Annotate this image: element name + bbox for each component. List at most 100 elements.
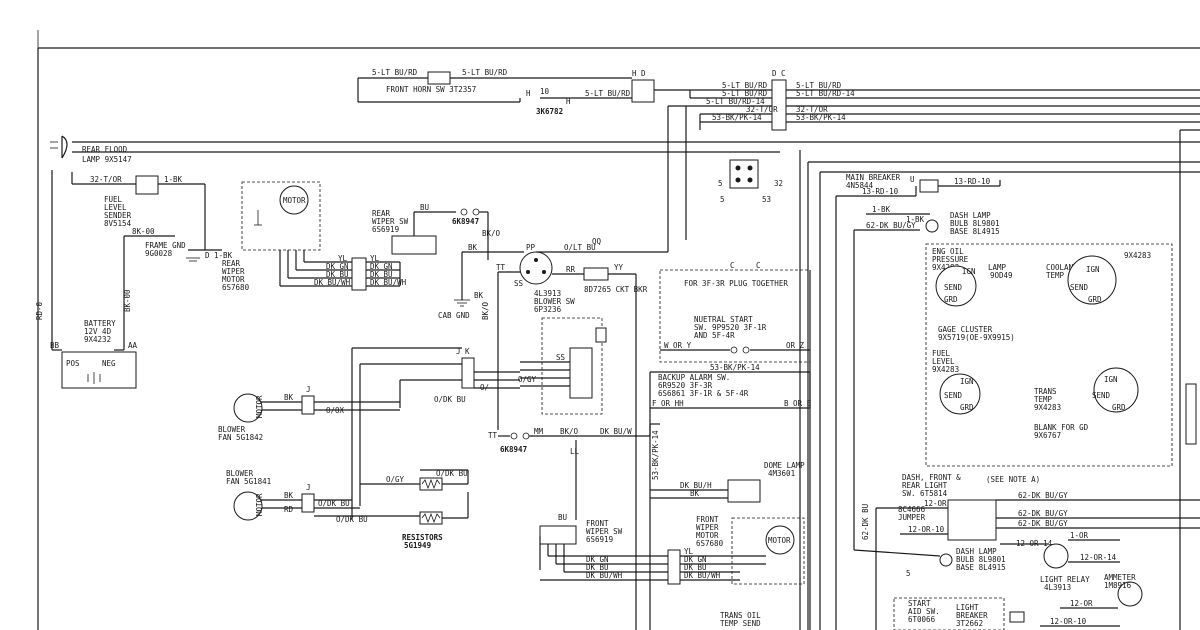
light-brk-3: 3T2662 bbox=[956, 619, 983, 628]
neutral-3: AND 5F-4R bbox=[694, 331, 735, 340]
ckt-bkr-label: 8D7265 CKT BKR bbox=[584, 285, 648, 294]
bk-b: BK bbox=[284, 491, 294, 500]
fw-dkbuwh: DK BU/WH bbox=[586, 571, 623, 580]
ammeter: AMMETER 1M8916 12-OR 12-OR-10 bbox=[1040, 573, 1143, 627]
w-12or2: 12-OR-10 bbox=[908, 525, 945, 534]
rear-wiper-2: WIPER bbox=[222, 267, 245, 276]
o-lt-bu: O/LT BU bbox=[564, 243, 596, 252]
trans-t-3: 9X4283 bbox=[1034, 403, 1061, 412]
eng-oil-2: PRESSURE bbox=[932, 255, 969, 264]
rw-dkgn-2: DK GN bbox=[370, 262, 393, 271]
resistors: O/GY O/DK BU RESISTORS 5G1949 bbox=[360, 469, 469, 550]
connector-dc: D C 5-LT BU/RD 5-LT BU/RD 5-LT BU/RD-14 … bbox=[685, 69, 1200, 240]
grd-4: GRD bbox=[1112, 403, 1126, 412]
fuel-sender-4: 8V5154 bbox=[104, 219, 132, 228]
rear-wiper-1: REAR bbox=[222, 259, 241, 268]
dc-wire-1: 5-LT BU/RD bbox=[722, 81, 768, 90]
battery-label-3: 9X4232 bbox=[84, 335, 111, 344]
horn-switch-body bbox=[427, 71, 451, 85]
bk-dome: BK bbox=[690, 489, 700, 498]
w-12or3: 12-OR-14 bbox=[1016, 539, 1053, 548]
fuel-level-sender: 32-T/OR 1-BK FUEL LEVEL SENDER 8V5154 bbox=[71, 172, 206, 250]
right-bus-lines bbox=[807, 129, 1200, 630]
start-aid-switch: START AID SW. 6T0066 LIGHT BREAKER 3T266… bbox=[893, 597, 1025, 630]
connector-jk-label: J K bbox=[456, 347, 470, 356]
start-2: AID SW. bbox=[908, 607, 940, 616]
dc-wire-5: 53-BK/PK-14 bbox=[712, 113, 762, 122]
gage-1: GAGE CLUSTER bbox=[938, 325, 993, 334]
dk-bu-h: DK BU/H bbox=[680, 481, 712, 490]
ss-label: SS bbox=[514, 279, 524, 288]
blower-sw-2: BLOWER SW bbox=[534, 297, 575, 306]
dash-w2: 62-DK BU/GY bbox=[1018, 509, 1068, 518]
dash-w1: 62-DK BU/GY bbox=[1018, 491, 1068, 500]
o-gy-jk: O/GY bbox=[518, 375, 537, 384]
ammeter-2: 1M8916 bbox=[1104, 581, 1132, 590]
battery-wire-right: BK-00 bbox=[123, 289, 132, 312]
o-dk-bu-jk: O/DK BU bbox=[434, 395, 466, 404]
fuel-lvl-3: 9X4283 bbox=[932, 365, 959, 374]
main-brk-2: 4N5844 bbox=[846, 181, 874, 190]
part-3k6782: 3K6782 bbox=[536, 107, 563, 116]
frame-ground: 8K-00 FRAME GND 9G0028 D 1-BK bbox=[123, 227, 233, 350]
bk-o-2: BK/O bbox=[560, 427, 579, 436]
front-horn-switch: 5-LT BU/RD 5-LT BU/RD FRONT HORN SW 3T23… bbox=[357, 68, 632, 103]
fw-dkbu: DK BU bbox=[586, 563, 609, 572]
yy-label: YY bbox=[614, 263, 624, 272]
dome-2: 4M3601 bbox=[768, 469, 795, 478]
send-1: SEND bbox=[944, 283, 963, 292]
blower-ss-label: SS bbox=[556, 353, 566, 362]
mm-label: MM bbox=[534, 427, 544, 436]
w-62: 62-DK BU/GY bbox=[866, 221, 916, 230]
pin-53: 53 bbox=[762, 195, 771, 204]
pp-label: PP bbox=[526, 243, 536, 252]
blower-a-motor: MOTOR bbox=[255, 395, 264, 418]
part-6k8947-2: 6K8947 bbox=[500, 445, 527, 454]
main-breaker: MAIN BREAKER 4N5844 13-RD-10 U 13-RD-10 bbox=[835, 173, 1001, 630]
rear-wiper-4: 6S7680 bbox=[222, 283, 250, 292]
dc-right-1: 5-LT BU/RD bbox=[796, 81, 842, 90]
light-brk-2: BREAKER bbox=[956, 611, 988, 620]
see-note: (SEE NOTE A) bbox=[986, 475, 1040, 484]
dc-wire-2: 5-LT BU/RD bbox=[722, 89, 768, 98]
h10-10: 10 bbox=[540, 87, 550, 96]
dc-wire-4: 32-T/OR bbox=[746, 105, 778, 114]
start-1: START bbox=[908, 599, 931, 608]
backup-2: 6R9520 3F-3R bbox=[658, 381, 713, 390]
blank-1: BLANK FOR GD bbox=[1034, 423, 1089, 432]
dash-front-2: REAR LIGHT bbox=[902, 481, 948, 490]
ammeter-1: AMMETER bbox=[1104, 573, 1136, 582]
resistors-2: 5G1949 bbox=[404, 541, 432, 550]
w-1bk: 1-BK bbox=[872, 205, 891, 214]
fuel-wire-label: 32-T/OR bbox=[90, 175, 122, 184]
send-4: SEND bbox=[1092, 391, 1111, 400]
ign-3: IGN bbox=[960, 377, 974, 386]
dc-wire-3: 5-LT BU/RD-14 bbox=[706, 97, 765, 106]
s-62dkbu: 62-DK BU bbox=[861, 504, 870, 540]
blower-sw-3: 6P3236 bbox=[534, 305, 562, 314]
tt-label-2: TT bbox=[488, 431, 498, 440]
dc-right-2: 5-LT BU/RD-14 bbox=[796, 89, 855, 98]
wire-13: 13-RD-10 bbox=[862, 187, 899, 196]
qq-label: QQ bbox=[592, 237, 602, 246]
bu-fw: BU bbox=[558, 513, 567, 522]
dash-w3: 62-DK BU/GY bbox=[1018, 519, 1068, 528]
w-or-y: W OR Y bbox=[664, 341, 692, 350]
f-or-hh: F OR HH bbox=[652, 399, 684, 408]
cc-2: C bbox=[756, 261, 761, 270]
connector-5-32-53: 5 32 5 53 bbox=[718, 159, 783, 204]
frame-gnd-2: 9G0028 bbox=[145, 249, 173, 258]
blower-speed-switch: SS bbox=[520, 317, 607, 415]
connector-dc-label: D C bbox=[772, 69, 786, 78]
battery-wire-left: RD-0 bbox=[35, 301, 44, 320]
j-a-label: J bbox=[306, 385, 311, 394]
rear-sw-2: WIPER SW bbox=[372, 217, 409, 226]
front-horn-sw-label: FRONT HORN SW 3T2357 bbox=[386, 85, 476, 94]
o-gy-res: O/GY bbox=[386, 475, 405, 484]
blower-a-1: BLOWER bbox=[218, 425, 246, 434]
rd-b: RD bbox=[284, 505, 294, 514]
front-motor-4: 6S7680 bbox=[696, 539, 724, 548]
bk-a: BK bbox=[284, 393, 294, 402]
w-12or6: 12-OR bbox=[1070, 599, 1093, 608]
w-12or: 12-OR bbox=[924, 499, 947, 508]
